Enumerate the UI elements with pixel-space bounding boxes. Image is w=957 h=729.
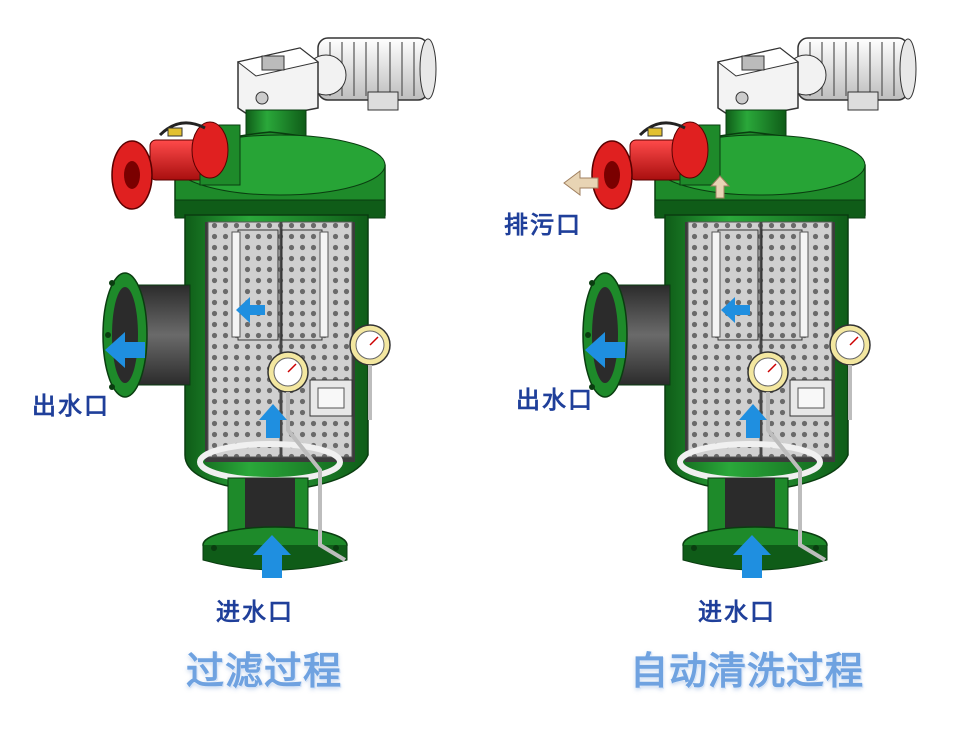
inlet-label-left: 进水口 xyxy=(216,598,294,626)
arrow-screen-left xyxy=(236,297,265,323)
arrow-inlet-up xyxy=(253,535,291,578)
arrow-inner-up xyxy=(739,404,767,438)
arrow-drain-left xyxy=(563,170,599,196)
arrow-drain-up xyxy=(709,175,731,199)
title-filtration: 过滤过程 xyxy=(186,649,343,693)
inlet-label-right: 进水口 xyxy=(698,598,776,626)
title-auto-cleaning: 自动清洗过程 xyxy=(630,649,865,693)
arrow-inner-up xyxy=(259,404,287,438)
arrow-outlet-left xyxy=(105,332,145,368)
filter-right xyxy=(563,38,916,578)
drain-label-right: 排污口 xyxy=(504,211,582,239)
arrow-inlet-up xyxy=(733,535,771,578)
arrow-screen-left xyxy=(721,297,750,323)
filter-left xyxy=(103,38,436,578)
arrow-outlet-left xyxy=(585,332,625,368)
outlet-label-right: 出水口 xyxy=(516,386,594,414)
outlet-label-left: 出水口 xyxy=(32,392,110,420)
